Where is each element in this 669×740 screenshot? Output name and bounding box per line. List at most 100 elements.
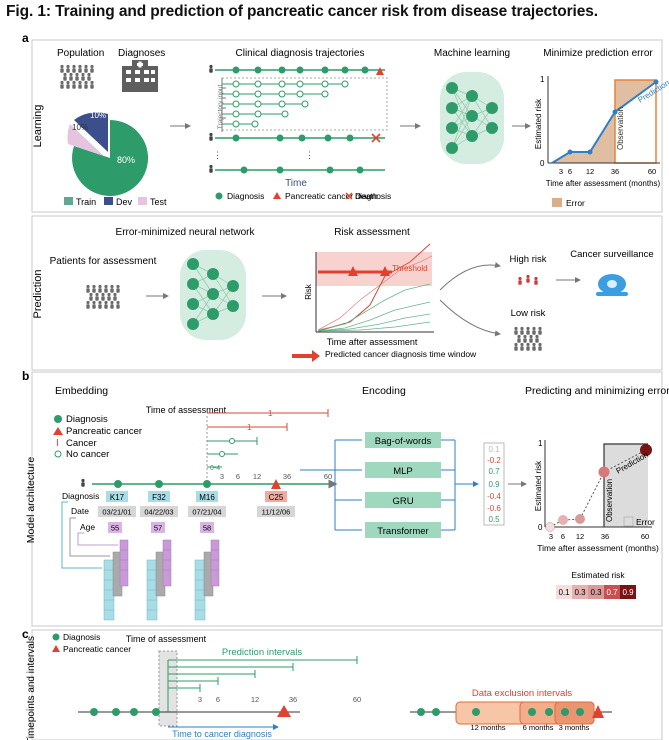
- c-time-of-assessment: Time of assessment: [126, 634, 207, 644]
- svg-text:0.5: 0.5: [488, 515, 500, 524]
- svg-text:58: 58: [203, 524, 211, 533]
- b-one-2: 1: [247, 423, 252, 432]
- svg-text:60: 60: [641, 532, 649, 541]
- svg-text:04/22/03: 04/22/03: [144, 508, 173, 517]
- min-error-chart: [547, 76, 660, 164]
- b-connector-date: [69, 517, 110, 557]
- encoding-title: Encoding: [362, 385, 406, 397]
- panel-label-a: a: [22, 31, 29, 45]
- time-label: Time: [285, 178, 307, 189]
- b-xaxis: Time after assessment (months): [537, 543, 659, 553]
- window-arrow-icon: [292, 350, 320, 362]
- vertical-ellipsis-2: ⋮: [305, 150, 314, 160]
- b-error-swatch: [623, 516, 634, 527]
- b-age-chips: 55 57 58: [108, 522, 214, 533]
- svg-text:03/21/01: 03/21/01: [102, 508, 131, 517]
- pred-network-nodes: [187, 258, 239, 330]
- b-date-chips: 03/21/01 04/22/03 07/21/04 11/12/06: [98, 506, 295, 517]
- arrow-high: [439, 262, 501, 291]
- risk-axis-label: Risk: [304, 283, 313, 300]
- panel-timepoints-frame: [31, 629, 663, 740]
- svg-text:0.1: 0.1: [488, 445, 500, 454]
- trajectories-title: Clinical diagnosis trajectories: [236, 48, 365, 59]
- svg-text:-0.2: -0.2: [487, 456, 501, 465]
- predicting-title: Predicting and minimizing error: [525, 385, 669, 397]
- svg-text:57: 57: [154, 524, 162, 533]
- ml-network-edges: [451, 87, 493, 149]
- risk-scale-values: 0.1 0.3 0.3 0.7 0.9: [558, 588, 634, 597]
- threshold-label: Threshold: [392, 264, 428, 273]
- b-vector-box: [483, 442, 505, 526]
- diagnoses-label: Diagnoses: [118, 48, 165, 59]
- encoder-mlp: MLP: [393, 466, 413, 477]
- b-yaxis: Estimated risk: [534, 460, 543, 511]
- encoder-transformer: Transformer: [377, 526, 428, 537]
- panel-label-c: c: [22, 627, 29, 641]
- low-risk-people-icon: [514, 326, 542, 351]
- error-swatch: [552, 198, 562, 207]
- b-legend-nocancer-dot: [54, 450, 62, 458]
- svg-text:60: 60: [648, 167, 656, 176]
- svg-text:36: 36: [601, 532, 609, 541]
- patients-icon: [86, 284, 120, 309]
- svg-text:0.3: 0.3: [590, 588, 602, 597]
- svg-text:6: 6: [216, 695, 220, 704]
- trajectory-input-label: Trajectory input: [217, 85, 224, 130]
- population-label: Population: [57, 48, 104, 59]
- legend-train-swatch: [64, 197, 73, 205]
- network-title: Error-minimized neural network: [116, 227, 256, 238]
- b-date-row-label: Date: [71, 506, 89, 516]
- c-legend-diagnosis-dot: [52, 633, 60, 641]
- b-cancer-triangle-icon: [271, 479, 281, 489]
- risk-chart: [315, 243, 434, 333]
- error-legend: Error: [566, 198, 585, 208]
- min-y0: 0: [540, 159, 545, 168]
- svg-text:3: 3: [198, 695, 202, 704]
- svg-text:12 months: 12 months: [470, 723, 505, 732]
- legend-dev-swatch: [104, 197, 113, 205]
- b-predict-xticks: 3 6 12 36 60: [549, 532, 649, 541]
- b-error-legend: Error: [636, 517, 655, 527]
- svg-text:M16: M16: [199, 493, 215, 502]
- c-legend-diagnosis: Diagnosis: [63, 632, 100, 642]
- c-exclusion-points: [417, 708, 584, 716]
- legend-diagnosis: Diagnosis: [227, 191, 264, 201]
- surveillance-label: Cancer surveillance: [570, 249, 653, 260]
- svg-text:36: 36: [289, 695, 297, 704]
- c-prediction-intervals: Prediction intervals: [222, 647, 303, 658]
- predicted-window-label: Predicted cancer diagnosis time window: [325, 349, 477, 359]
- svg-text:60: 60: [324, 472, 332, 481]
- vertical-ellipsis: ⋮: [213, 150, 222, 160]
- svg-text:6: 6: [568, 167, 572, 176]
- cancer-triangle-icon: [376, 67, 384, 75]
- svg-text:11/12/06: 11/12/06: [262, 508, 291, 517]
- legend-test-swatch: [138, 197, 147, 205]
- svg-text:3: 3: [549, 532, 553, 541]
- data-split-pie: [67, 112, 149, 196]
- svg-text:0.7: 0.7: [606, 588, 618, 597]
- svg-text:6: 6: [561, 532, 565, 541]
- b-legend-nocancer: No cancer: [66, 449, 109, 460]
- side-label-prediction: Prediction: [32, 270, 44, 319]
- c-interval-lines: [167, 656, 358, 712]
- legend-death-x-icon: [345, 192, 353, 200]
- side-label-model: Model architecture: [25, 457, 37, 544]
- svg-text:6 months: 6 months: [523, 723, 554, 732]
- b-connector-age: [77, 532, 118, 546]
- legend-death: Death: [355, 191, 378, 201]
- panel-model-frame: [31, 371, 663, 627]
- svg-text:55: 55: [111, 524, 119, 533]
- legend-cancer: Pancreatic cancer diagnosis: [285, 191, 391, 201]
- panel-prediction-frame: [31, 215, 663, 371]
- b-person-icon: [81, 478, 85, 487]
- b-legend-diagnosis-dot: [54, 415, 62, 423]
- min-xticks: 3 6 12 36 60: [559, 167, 656, 176]
- b-y1: 1: [538, 439, 543, 448]
- trajectory-points: [232, 66, 369, 174]
- c-cancer-triangle-icon: [277, 705, 291, 717]
- b-legend-cancer-triangle-icon: [53, 427, 63, 435]
- figure-title: Fig. 1: Training and prediction of pancr…: [6, 3, 598, 20]
- svg-text:F32: F32: [152, 493, 166, 502]
- b-legend-cancer-mark: I: [56, 438, 59, 449]
- death-x-icon: [371, 133, 381, 143]
